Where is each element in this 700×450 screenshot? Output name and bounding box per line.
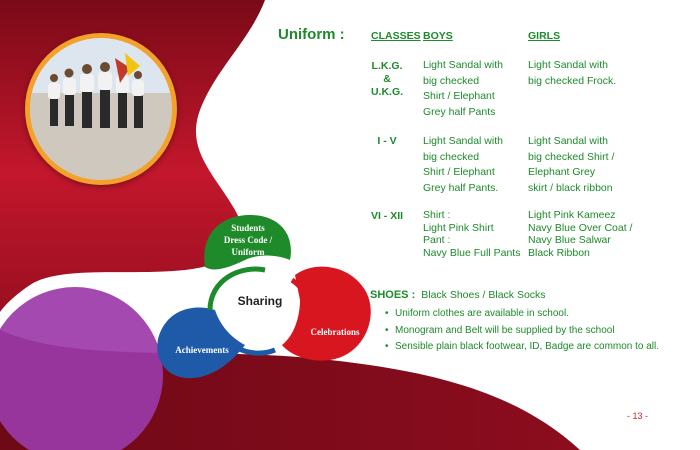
shoes-line: SHOES : Black Shoes / Black Socks xyxy=(370,289,546,301)
petal-dress-code xyxy=(204,215,291,270)
petal-label-dress-code-3: Uniform xyxy=(232,247,265,257)
dotted-wave-line xyxy=(31,0,273,294)
column-header-girls: GIRLS xyxy=(528,30,561,42)
petal-label-dress-code-1: Students xyxy=(231,223,265,233)
class-label-lkg-ukg: L.K.G. & U.K.G. xyxy=(370,60,404,98)
class-label-vi-xii: VI - XII xyxy=(370,210,404,222)
sharing-cluster: Students Dress Code / Uniform Sharing Ce… xyxy=(157,215,371,379)
students-photo xyxy=(30,38,172,180)
purple-circle xyxy=(0,287,163,450)
shoes-label: SHOES : xyxy=(370,289,416,301)
shoes-value: Black Shoes / Black Socks xyxy=(421,289,546,301)
petal-label-achievements: Achievements xyxy=(175,345,229,355)
petal-label-celebrations: Celebrations xyxy=(311,327,360,337)
note-item: Monogram and Belt will be supplied by th… xyxy=(385,323,659,340)
notes-list: Uniform clothes are available in school.… xyxy=(385,306,659,356)
petal-label-dress-code-2: Dress Code / xyxy=(224,235,273,245)
class-label-i-v: I - V xyxy=(377,135,397,147)
boys-uniform-vi-xii: Shirt :Light Pink Shirt Pant :Navy Blue … xyxy=(423,209,521,259)
note-item: Uniform clothes are available in school. xyxy=(385,306,659,323)
bottom-dotted-line xyxy=(139,344,576,441)
page-number: - 13 - xyxy=(627,411,649,421)
page-title: Uniform : xyxy=(278,26,345,43)
petal-achievements xyxy=(157,307,245,379)
cluster-center-label: Sharing xyxy=(238,294,283,308)
column-header-classes: CLASSES xyxy=(371,30,421,42)
students-photo-frame xyxy=(25,33,177,185)
column-header-boys: BOYS xyxy=(423,30,453,42)
note-item: Sensible plain black footwear, ID, Badge… xyxy=(385,339,659,356)
